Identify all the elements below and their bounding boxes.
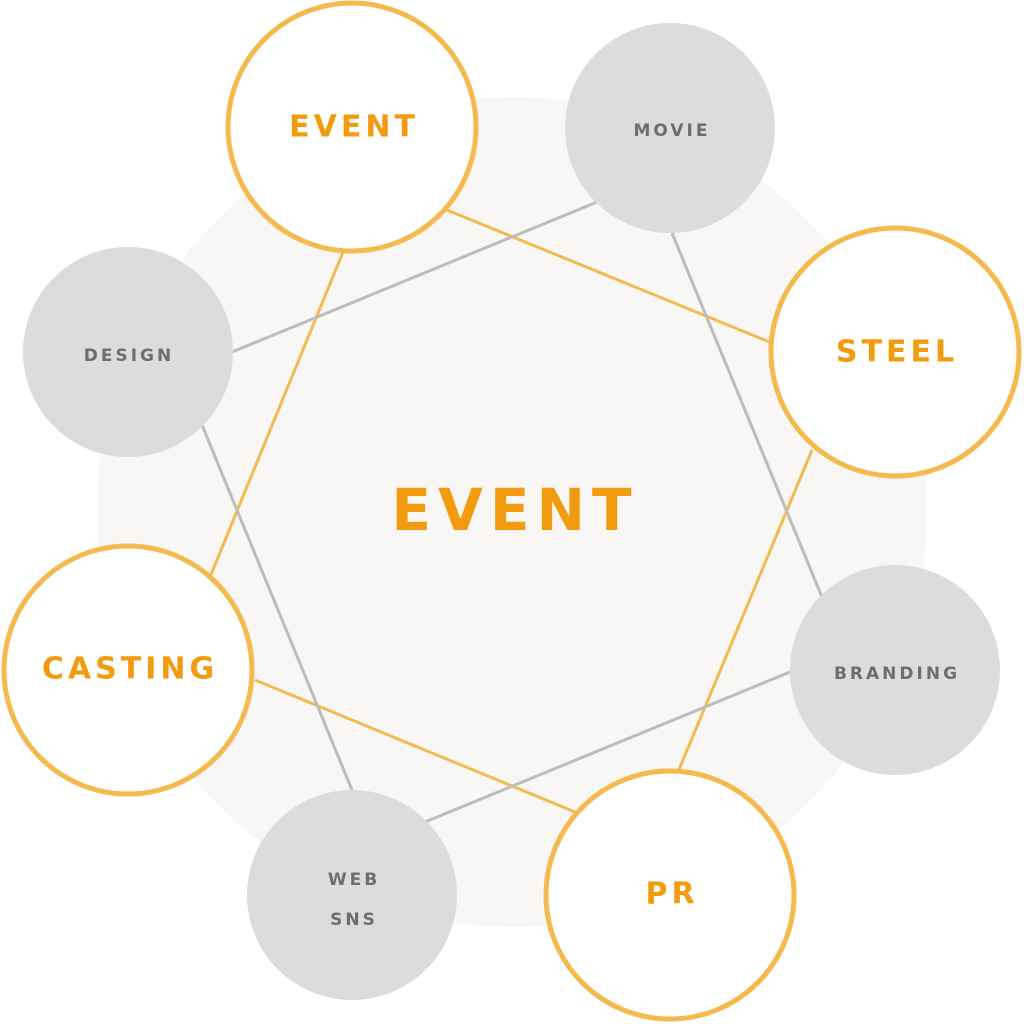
- node-web-sns-label-line2: SNS: [330, 910, 378, 930]
- node-movie-circle: [565, 23, 775, 233]
- node-pr: PR: [543, 768, 797, 1022]
- center-title: EVENT: [391, 476, 638, 544]
- orange-connectors: [208, 208, 814, 814]
- node-pr-circle: [543, 768, 797, 1022]
- connector-event-steel: [446, 208, 773, 345]
- node-design: DESIGN: [23, 247, 233, 457]
- node-steel-circle: [768, 225, 1022, 479]
- node-steel: STEEL: [768, 225, 1022, 479]
- connector-movie-branding: [670, 232, 824, 598]
- node-steel-label: STEEL: [836, 335, 958, 370]
- connector-websns-design: [200, 424, 354, 791]
- connector-branding-websns: [424, 670, 791, 824]
- node-movie-label: MOVIE: [633, 121, 710, 141]
- node-event-label: EVENT: [289, 110, 419, 145]
- node-branding: BRANDING: [790, 565, 1000, 775]
- connector-casting-event: [208, 251, 345, 578]
- node-design-label: DESIGN: [84, 346, 174, 366]
- node-casting: CASTING: [1, 543, 255, 797]
- connector-steel-pr: [676, 449, 814, 773]
- node-event-circle: [225, 0, 479, 254]
- node-branding-label: BRANDING: [834, 664, 960, 684]
- connector-pr-casting: [254, 678, 576, 814]
- node-design-circle: [23, 247, 233, 457]
- grey-connectors: [200, 200, 824, 824]
- node-event: EVENT: [225, 0, 479, 254]
- node-web-sns: WEB SNS: [247, 790, 457, 1000]
- node-branding-circle: [790, 565, 1000, 775]
- node-web-sns-label-line1: WEB: [328, 870, 380, 890]
- backdrop-circle: [97, 97, 927, 927]
- node-casting-circle: [1, 543, 255, 797]
- node-movie: MOVIE: [565, 23, 775, 233]
- node-casting-label: CASTING: [42, 652, 218, 687]
- node-web-sns-circle: [247, 790, 457, 1000]
- connector-design-movie: [231, 200, 598, 354]
- node-pr-label: PR: [645, 877, 698, 912]
